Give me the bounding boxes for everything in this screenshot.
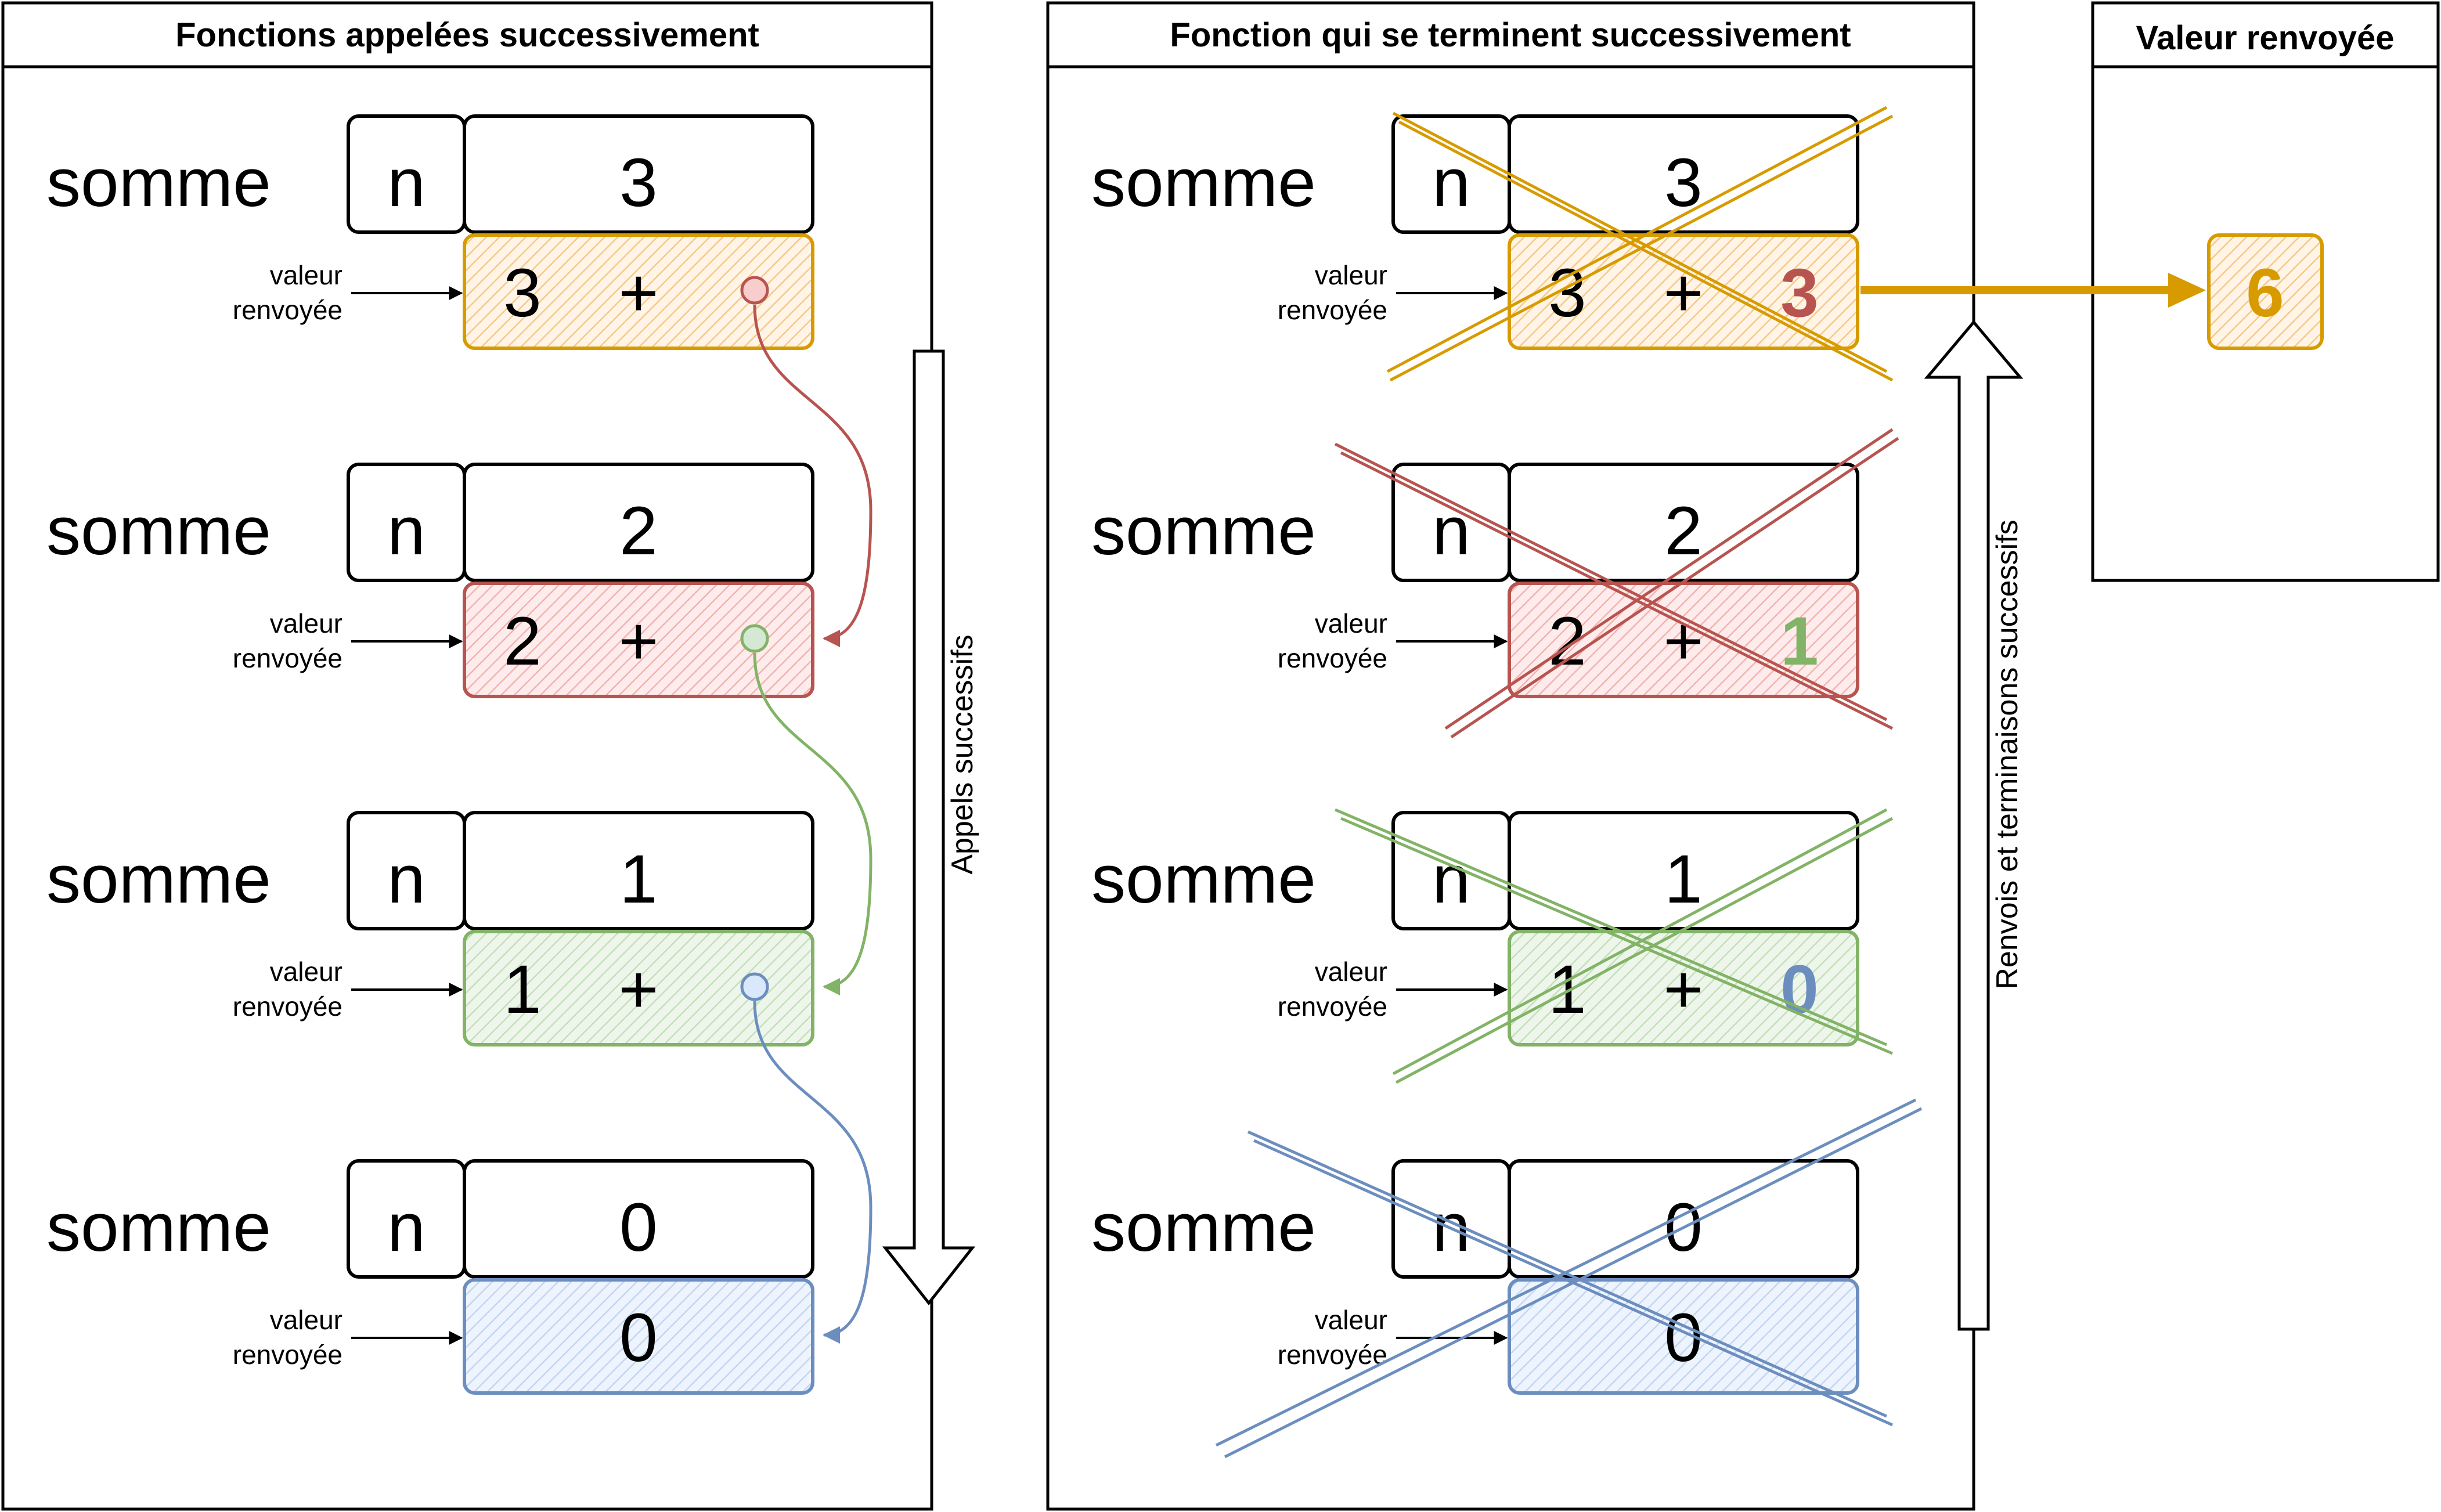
return-expression-box xyxy=(463,233,814,350)
pending-call-dot xyxy=(740,276,769,305)
cross-out-mark xyxy=(1334,428,1899,739)
plus-sign: + xyxy=(619,255,659,331)
return-label: valeur xyxy=(270,260,342,290)
returns-arrow-label: Renvois et terminaisons successifs xyxy=(1991,519,2024,989)
param-value: 1 xyxy=(619,841,658,918)
call-connector-blue xyxy=(753,1001,872,1344)
return-label: renvoyée xyxy=(1278,643,1387,673)
return-label: valeur xyxy=(1315,1305,1387,1335)
final-value: 6 xyxy=(2246,255,2284,331)
param-value: 2 xyxy=(619,493,658,569)
return-expression-box xyxy=(463,930,814,1047)
middle-frame-n1: somme n 1 valeur renvoyée 1 + 0 xyxy=(1091,808,1894,1084)
return-label: renvoyée xyxy=(233,991,342,1022)
return-label: renvoyée xyxy=(233,1340,342,1370)
frame-label: somme xyxy=(1091,1189,1316,1266)
returned-value: 1 xyxy=(1780,603,1819,680)
frame-label: somme xyxy=(1091,493,1316,569)
param-name: n xyxy=(387,145,426,221)
param-name: n xyxy=(387,1189,426,1266)
expr-value: 2 xyxy=(503,603,542,680)
return-label: renvoyée xyxy=(1278,295,1387,325)
final-return-arrow xyxy=(1861,273,2206,308)
plus-sign: + xyxy=(1664,255,1704,331)
return-label: renvoyée xyxy=(233,295,342,325)
left-frame-n0: somme n 0 valeur renvoyée 0 xyxy=(46,1159,814,1395)
return-label: valeur xyxy=(270,1305,342,1335)
calls-arrow: Appels successifs xyxy=(882,349,979,1306)
middle-panel: Fonction qui se terminent successivement xyxy=(1046,1,1975,1511)
calls-arrow-label: Appels successifs xyxy=(946,634,979,874)
return-label: valeur xyxy=(1315,608,1387,638)
middle-frame-n2: somme n 2 valeur renvoyée 2 + 1 xyxy=(1091,428,1899,739)
param-value-box xyxy=(463,463,814,582)
return-expression-box xyxy=(463,582,814,698)
expr-value: 3 xyxy=(503,255,542,331)
plus-sign: + xyxy=(619,603,659,680)
left-frame-n3: somme n 3 valeur renvoyée 3 + xyxy=(46,114,814,350)
return-label: renvoyée xyxy=(233,643,342,673)
frame-label: somme xyxy=(46,1189,271,1266)
call-connector-red xyxy=(753,304,872,647)
frame-label: somme xyxy=(1091,145,1316,221)
param-value: 2 xyxy=(1664,493,1703,569)
param-value: 1 xyxy=(1664,841,1703,918)
param-value-box xyxy=(463,1159,814,1279)
call-connector-green xyxy=(753,652,872,995)
left-frame-n2: somme n 2 valeur renvoyée 2 + xyxy=(46,463,814,698)
left-panel-title: Fonctions appelées successivement xyxy=(175,16,759,54)
param-name: n xyxy=(387,493,426,569)
return-label: renvoyée xyxy=(1278,1340,1387,1370)
left-panel: Fonctions appelées successivement xyxy=(1,1,933,1511)
returned-value: 0 xyxy=(1780,951,1819,1028)
param-value: 3 xyxy=(1664,145,1703,221)
frame-label: somme xyxy=(46,841,271,918)
pending-call-dot xyxy=(740,972,769,1001)
return-label: valeur xyxy=(1315,957,1387,987)
middle-frame-n0: somme n 0 valeur renvoyée 0 xyxy=(1091,1098,1923,1459)
right-panel: Valeur renvoyée xyxy=(2091,1,2440,582)
expr-value: 0 xyxy=(619,1300,658,1376)
middle-panel-title: Fonction qui se terminent successivement xyxy=(1170,16,1851,54)
cross-out-mark xyxy=(1335,808,1894,1084)
final-value-box: 6 xyxy=(2207,233,2324,350)
frame-label: somme xyxy=(46,493,271,569)
returns-arrow: Renvois et terminaisons successifs xyxy=(1924,320,2024,1331)
return-label: renvoyée xyxy=(1278,991,1387,1022)
param-name: n xyxy=(1432,493,1470,569)
cross-out-mark xyxy=(1386,106,1894,382)
return-label: valeur xyxy=(1315,260,1387,290)
left-frame-n1: somme n 1 valeur renvoyée 1 + xyxy=(46,811,814,1047)
return-label: valeur xyxy=(270,608,342,638)
frame-label: somme xyxy=(46,145,271,221)
return-label: valeur xyxy=(270,957,342,987)
expr-value: 1 xyxy=(1548,951,1587,1028)
plus-sign: + xyxy=(619,951,659,1028)
param-name: n xyxy=(387,841,426,918)
return-expression-box xyxy=(463,1278,814,1395)
pending-call-dot xyxy=(740,624,769,653)
param-value: 3 xyxy=(619,145,658,221)
param-value-box xyxy=(463,811,814,930)
param-value-box xyxy=(463,114,814,234)
cross-out-mark xyxy=(1215,1098,1923,1459)
frame-label: somme xyxy=(1091,841,1316,918)
plus-sign: + xyxy=(1664,603,1704,680)
expr-value: 1 xyxy=(503,951,542,1028)
middle-frame-n3: somme n 3 valeur renvoyée 3 + 3 xyxy=(1091,106,1894,382)
param-value: 0 xyxy=(619,1189,658,1266)
right-panel-title: Valeur renvoyée xyxy=(2136,19,2395,57)
